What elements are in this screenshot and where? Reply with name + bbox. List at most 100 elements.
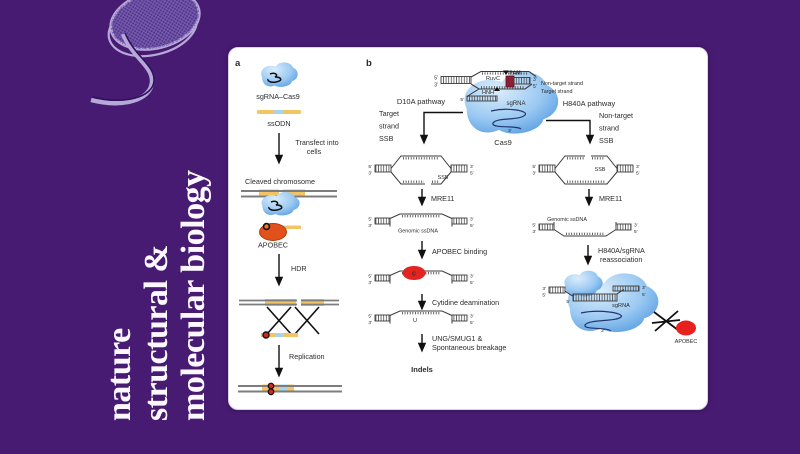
u-base-label: U bbox=[413, 318, 417, 324]
d10a-pathway: D10A pathway Target strand SSB 5′ 3′ 3′ … bbox=[368, 97, 506, 374]
d10a-title: D10A pathway bbox=[397, 97, 446, 106]
replicated-chromosome-graphic bbox=[238, 382, 342, 396]
d10a-ssb-bubble: 5′ 3′ 3′ 5′ SSB bbox=[368, 155, 474, 185]
ung-label-1: UNG/SMUG1 & bbox=[432, 334, 483, 343]
cytidine-label: Cytidine deamination bbox=[432, 298, 499, 307]
reassociated-cas9: 3′ 5′ 5′ 3′ 5′ sgRNA 3′ bbox=[542, 270, 659, 334]
blocked-apobec: APOBEC bbox=[651, 310, 698, 345]
cleaved-chromosome-label: Cleaved chromosome bbox=[245, 177, 315, 186]
apobec-graphic bbox=[259, 222, 301, 241]
prime-label: 3′ bbox=[470, 164, 474, 170]
crossover-graphic bbox=[239, 299, 339, 339]
hnh-label: HNH bbox=[482, 90, 494, 96]
c-base-label: C bbox=[412, 272, 416, 278]
h840a-title: H840A pathway bbox=[563, 99, 616, 108]
ssodn-label: ssODN bbox=[267, 119, 290, 128]
journal-line-2: structural & bbox=[138, 244, 175, 421]
non-target-strand-label: Non-target strand bbox=[541, 81, 583, 87]
d10a-uracil: U 5′ 3′ 3′ 5′ bbox=[368, 309, 474, 326]
prime-label: 5′ bbox=[434, 76, 438, 82]
prime-label: 5′ bbox=[470, 320, 474, 326]
figure-panel: a sgRNA–Cas9 ssODN Transfect into cells … bbox=[228, 47, 708, 410]
prime-label: 3′ bbox=[368, 280, 372, 286]
panel-b-label: b bbox=[366, 58, 372, 69]
prime-label: 3′ bbox=[601, 328, 605, 334]
apobec-label: APOBEC bbox=[258, 241, 288, 250]
prime-label: 3′ bbox=[368, 320, 372, 326]
prime-label: 5′ bbox=[368, 314, 372, 320]
sgrna-label: sgRNA bbox=[506, 101, 525, 107]
d10a-genomic-ssdna: 5′ 3′ 3′ 5′ Genomic ssDNA bbox=[368, 212, 474, 235]
indels-label: Indels bbox=[411, 365, 433, 374]
h840a-pathway: H840A pathway Non-target strand SSB 5′ 3… bbox=[532, 99, 697, 345]
ssodn-bar bbox=[257, 110, 301, 114]
prime-label: 5′ bbox=[368, 164, 372, 170]
journal-line-3: molecular biology bbox=[175, 170, 212, 421]
ssb-label: SSB bbox=[438, 175, 449, 181]
prime-label: 3′ bbox=[634, 223, 638, 229]
prime-label: 5′ bbox=[532, 223, 536, 229]
prime-label: 3′ bbox=[533, 77, 537, 83]
prime-label: 5′ bbox=[368, 274, 372, 280]
prime-label: 5′ bbox=[532, 164, 536, 170]
h840a-ssb-bubble: 5′ 3′ 3′ 5′ SSB bbox=[532, 155, 640, 185]
prime-label: 5′ bbox=[470, 280, 474, 286]
reassociation-label-2: reassociation bbox=[600, 255, 642, 264]
prime-label: 5′ bbox=[470, 171, 474, 177]
prime-label: 3′ bbox=[642, 285, 646, 291]
cas9-label: Cas9 bbox=[494, 138, 512, 147]
replication-label: Replication bbox=[289, 352, 325, 361]
h840a-branch-2: strand bbox=[599, 124, 619, 133]
d10a-branch-2: strand bbox=[379, 122, 399, 131]
transfect-label-1: Transfect into bbox=[295, 138, 338, 147]
prime-label: 3′ bbox=[532, 171, 536, 177]
journal-logotype: nature structural & molecular biology bbox=[101, 89, 215, 421]
pam-label: PAM bbox=[509, 71, 521, 77]
journal-line-1: nature bbox=[101, 328, 138, 421]
transfect-label-2: cells bbox=[307, 147, 322, 156]
disk-tail bbox=[90, 32, 155, 106]
ssb-label: SSB bbox=[595, 167, 606, 173]
apobec-binding-label: APOBEC binding bbox=[432, 247, 487, 256]
panel-b: b 5′ 3′ RuvC HNH PAM 3′ 5′ Non-targe bbox=[366, 58, 697, 374]
cleaved-chromosome-graphic bbox=[241, 189, 337, 216]
prime-label: 3′ bbox=[434, 83, 438, 89]
sgrna-cas9-label: sgRNA–Cas9 bbox=[256, 92, 300, 101]
prime-label: 5′ bbox=[460, 97, 464, 103]
hdr-label: HDR bbox=[291, 264, 307, 273]
apobec-blocked-label: APOBEC bbox=[675, 339, 698, 345]
disk-ellipse bbox=[107, 0, 201, 58]
ruvc-label: RuvC bbox=[486, 76, 500, 82]
d10a-branch-1: Target bbox=[379, 109, 399, 118]
prime-label: 3′ bbox=[470, 314, 474, 320]
target-strand-label: Target strand bbox=[541, 89, 572, 95]
prime-label: 5′ bbox=[533, 84, 537, 90]
prime-label: 3′ bbox=[532, 229, 536, 235]
prime-label: 5′ bbox=[642, 292, 646, 298]
prime-label: 3′ bbox=[470, 274, 474, 280]
reassociation-label-1: H840A/sgRNA bbox=[598, 246, 645, 255]
sgrna-cas9-blob bbox=[261, 62, 298, 87]
sgrna-label: sgRNA bbox=[612, 303, 630, 309]
h840a-mre11-label: MRE11 bbox=[599, 194, 622, 203]
prime-label: 5′ bbox=[368, 217, 372, 223]
d10a-elbow-arrow bbox=[419, 111, 463, 145]
genomic-ssdna-label: Genomic ssDNA bbox=[547, 217, 587, 223]
cover-art-disk-doodle bbox=[90, 0, 201, 106]
prime-label: 3′ bbox=[368, 171, 372, 177]
prime-label: 3′ bbox=[368, 223, 372, 229]
h840a-genomic-ssdna: Genomic ssDNA 5′ 3′ 3′ 5′ bbox=[532, 217, 638, 237]
prime-label: 3′ bbox=[470, 217, 474, 223]
prime-label: 3′ bbox=[508, 128, 512, 134]
h840a-branch-3: SSB bbox=[599, 136, 614, 145]
prime-label: 5′ bbox=[566, 299, 570, 305]
d10a-apobec-bound: C 5′ 3′ 3′ 5′ bbox=[368, 266, 474, 286]
prime-label: 3′ bbox=[636, 164, 640, 170]
panel-a-label: a bbox=[235, 58, 241, 69]
h840a-branch-1: Non-target bbox=[599, 111, 633, 120]
h840a-elbow-arrow bbox=[546, 119, 595, 145]
genomic-ssdna-label: Genomic ssDNA bbox=[398, 229, 438, 235]
prime-label: 5′ bbox=[470, 223, 474, 229]
prime-label: 5′ bbox=[542, 293, 546, 299]
